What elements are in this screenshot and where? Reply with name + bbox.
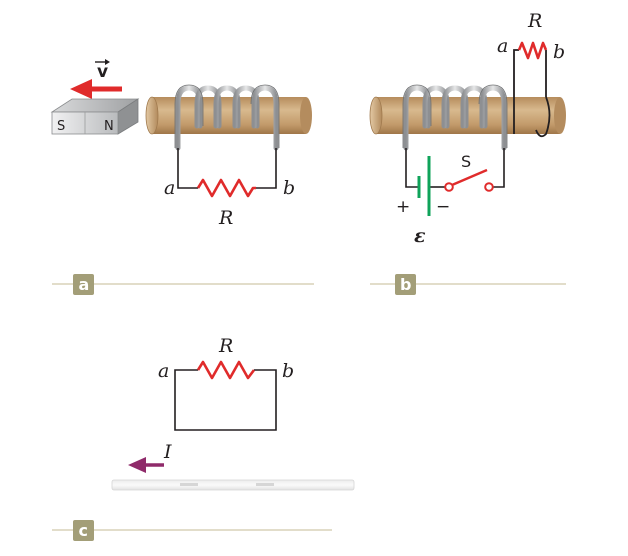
coil [175, 85, 279, 151]
circuit-wire [174, 369, 277, 431]
terminal-b-label: b [282, 360, 294, 382]
panel-b: R a b + − ε [369, 10, 566, 295]
panel-c: R a b I c [52, 335, 355, 541]
battery [417, 156, 431, 216]
vector-arrow-icon [95, 59, 110, 65]
resistor-label: R [527, 10, 542, 32]
terminal-b-label: b [553, 41, 565, 63]
terminal-b-label: b [283, 177, 295, 199]
panel-badge [395, 274, 416, 295]
circuit-wire [177, 148, 277, 189]
current-label: I [163, 441, 172, 463]
resistor [196, 178, 256, 198]
terminal-a-label: a [158, 360, 169, 382]
resistor-label: R [218, 207, 233, 229]
emf-label: ε [414, 225, 426, 247]
battery-plus-label: + [396, 197, 410, 217]
battery-minus-label: − [436, 197, 450, 217]
panel-badge-label: c [79, 521, 88, 540]
panel-badge [73, 520, 94, 541]
velocity-label: v [97, 62, 108, 82]
magnet-south-label: S [57, 119, 65, 134]
circuit-wire [405, 148, 505, 188]
resistor [196, 360, 256, 380]
panel-badge [73, 274, 94, 295]
coil [403, 85, 507, 151]
conducting-loop [111, 479, 355, 491]
panel-badge-label: a [79, 275, 90, 294]
switch-label: S [461, 152, 471, 171]
terminal-a-label: a [497, 35, 508, 57]
secondary-loop-wire [513, 49, 551, 138]
current-arrow [128, 457, 164, 473]
panel-a: v S N [50, 59, 314, 295]
wooden-rod [145, 96, 312, 135]
velocity-arrow [70, 79, 122, 99]
terminal-a-label: a [164, 177, 175, 199]
resistor [517, 41, 548, 60]
resistor-label: R [218, 335, 233, 357]
magnet-north-label: N [104, 119, 114, 134]
bar-magnet: S N [50, 98, 140, 135]
switch [444, 168, 494, 192]
panel-badge-label: b [400, 275, 411, 294]
